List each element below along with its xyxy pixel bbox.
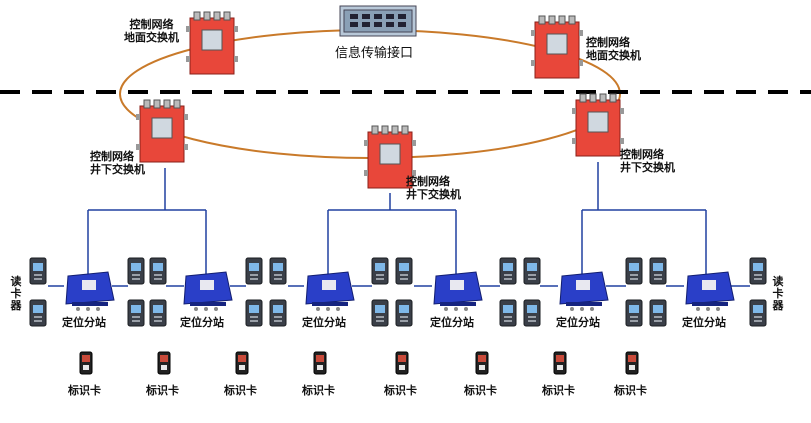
substation-device (433, 271, 483, 312)
ground-switch-left-label: 控制网络 地面交换机 (124, 18, 179, 44)
reader (245, 257, 263, 285)
under-switch-left-label: 控制网络 井下交换机 (90, 150, 145, 176)
card-label: 标识卡 (302, 384, 335, 397)
reader (749, 299, 767, 327)
reader (523, 257, 541, 285)
card-label: 标识卡 (464, 384, 497, 397)
substation-label: 定位分站 (430, 316, 474, 329)
reader (499, 299, 517, 327)
tag-device (313, 351, 327, 375)
substation-label: 定位分站 (682, 316, 726, 329)
reader (269, 299, 287, 327)
reader (127, 257, 145, 285)
card-label: 标识卡 (68, 384, 101, 397)
reader (625, 257, 643, 285)
reader (149, 257, 167, 285)
reader (29, 299, 47, 327)
switch-label-line1: 控制网络 (406, 175, 450, 188)
reader (499, 257, 517, 285)
reader (395, 257, 413, 285)
reader (395, 299, 413, 327)
tag-device (553, 351, 567, 375)
switch-label-line1: 控制网络 (129, 18, 174, 31)
network-lines (48, 162, 750, 287)
reader-char: 卡 (10, 287, 22, 300)
reader-char: 器 (772, 299, 784, 312)
interface-device (339, 5, 417, 37)
reader (127, 299, 145, 327)
card-label: 标识卡 (384, 384, 417, 397)
reader (371, 257, 389, 285)
ground-switch-right-label: 控制网络 地面交换机 (586, 36, 641, 62)
reader-label-left: 读 卡 器 (10, 276, 22, 312)
switch-label-line2: 井下交换机 (620, 161, 675, 174)
tag-device (475, 351, 489, 375)
tag-device (157, 351, 171, 375)
switch-label-line1: 控制网络 (620, 148, 664, 161)
card-label: 标识卡 (614, 384, 647, 397)
under-switch-right-label: 控制网络 井下交换机 (620, 148, 675, 174)
substation-label: 定位分站 (180, 316, 224, 329)
tag-device (79, 351, 93, 375)
reader (29, 257, 47, 285)
reader (649, 257, 667, 285)
reader (749, 257, 767, 285)
switch-label-line1: 控制网络 (90, 150, 134, 163)
tag-device (235, 351, 249, 375)
substation-label: 定位分站 (302, 316, 346, 329)
under-switch-right (571, 93, 625, 157)
card-label: 标识卡 (224, 384, 257, 397)
switch-label-line2: 地面交换机 (124, 31, 179, 44)
reader-char: 卡 (772, 287, 784, 300)
switch-label-line2: 地面交换机 (586, 49, 641, 62)
card-label: 标识卡 (542, 384, 575, 397)
under-switch-middle-label: 控制网络 井下交换机 (406, 175, 461, 201)
substation-device (183, 271, 233, 312)
tag-device (395, 351, 409, 375)
reader (371, 299, 389, 327)
card-label: 标识卡 (146, 384, 179, 397)
tag-device (625, 351, 639, 375)
substation-label: 定位分站 (556, 316, 600, 329)
switch-label-line2: 井下交换机 (406, 188, 461, 201)
switch-label-line2: 井下交换机 (90, 163, 145, 176)
substation-device (65, 271, 115, 312)
reader (149, 299, 167, 327)
substation-device (305, 271, 355, 312)
reader-char: 读 (10, 275, 22, 288)
reader (523, 299, 541, 327)
reader (649, 299, 667, 327)
reader-label-right: 读 卡 器 (772, 276, 784, 312)
switch-label-line1: 控制网络 (586, 36, 630, 49)
ground-switch-right (530, 15, 584, 79)
substation-label: 定位分站 (62, 316, 106, 329)
interface-label: 信息传输接口 (335, 46, 414, 61)
reader (245, 299, 263, 327)
substation-device (685, 271, 735, 312)
reader (625, 299, 643, 327)
substation-device (559, 271, 609, 312)
reader (269, 257, 287, 285)
reader-char: 器 (10, 299, 22, 312)
ground-switch-left (185, 11, 239, 75)
reader-char: 读 (772, 275, 784, 288)
